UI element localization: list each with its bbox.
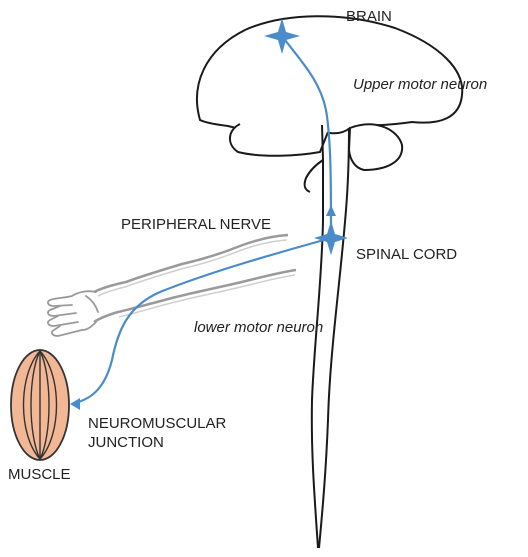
upper-motor-neuron-label: Upper motor neuron <box>353 76 487 95</box>
peripheral-nerve-label: PERIPHERAL NERVE <box>121 216 271 235</box>
brain-outline <box>197 16 462 133</box>
muscle-graphic <box>11 350 69 460</box>
arm-outline-upper <box>94 235 288 292</box>
spinal-cord-label: SPINAL CORD <box>356 246 457 265</box>
hand-outline <box>48 291 98 336</box>
arm-outline-lower <box>94 270 296 322</box>
upper-motor-neuron-arrowhead <box>326 205 336 216</box>
spinal-cord-left-outline <box>312 160 323 548</box>
neuromuscular-junction-arrowhead <box>70 398 80 410</box>
lower-motor-neuron-label: lower motor neuron <box>194 319 323 338</box>
brain-label: BRAIN <box>346 8 392 27</box>
neuromuscular-junction-label: NEUROMUSCULAR JUNCTION <box>88 415 278 453</box>
cerebellum-outline <box>349 124 402 170</box>
arm-outline-upper-inner <box>98 240 287 296</box>
arm-outline-lower-inner <box>119 275 295 317</box>
muscle-label: MUSCLE <box>8 466 71 485</box>
